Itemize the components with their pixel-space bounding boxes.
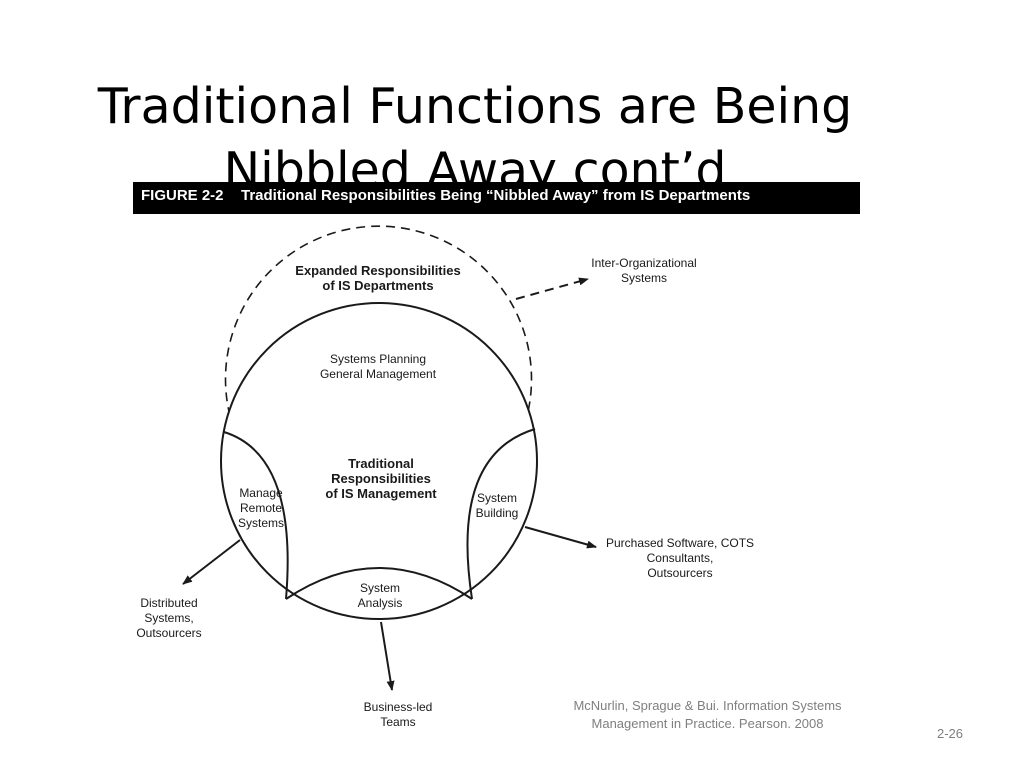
system-building-region bbox=[466, 428, 536, 600]
arrow-business-led bbox=[380, 621, 395, 691]
page-number: 2-26 bbox=[936, 726, 964, 741]
figure-caption: Traditional Responsibilities Being “Nibb… bbox=[241, 187, 751, 204]
traditional-responsibilities-circle bbox=[220, 302, 538, 620]
remote-systems-region bbox=[223, 431, 289, 600]
label-manage-remote-systems: Manage Remote Systems bbox=[237, 486, 284, 530]
system-analysis-region bbox=[285, 567, 473, 600]
figure-caption-bar: FIGURE 2-2 Traditional Responsibilities B… bbox=[133, 182, 860, 214]
slide-title: Traditional Functions are Being Nibbled … bbox=[60, 75, 890, 203]
label-systems-planning: Systems Planning General Management bbox=[319, 352, 437, 381]
label-expanded-responsibilities: Expanded Responsibilities of IS Departme… bbox=[295, 263, 461, 293]
arrow-distributed-systems bbox=[182, 539, 241, 585]
arrow-purchased-software bbox=[524, 526, 597, 549]
label-purchased-software: Purchased Software, COTS Consultants, Ou… bbox=[605, 536, 755, 580]
figure-number: FIGURE 2-2 bbox=[141, 187, 224, 204]
label-traditional-responsibilities: Traditional Responsibilities of IS Manag… bbox=[325, 456, 437, 501]
label-business-led-teams: Business-led Teams bbox=[363, 700, 433, 729]
citation: McNurlin, Sprague & Bui. Information Sys… bbox=[573, 698, 842, 731]
slide-title-line-1: Traditional Functions are Being bbox=[97, 77, 853, 135]
label-distributed-systems: Distributed Systems, Outsourcers bbox=[136, 596, 202, 640]
label-system-analysis: System Analysis bbox=[357, 581, 403, 610]
expanded-responsibilities-circle bbox=[224, 225, 533, 417]
label-system-building: System Building bbox=[475, 491, 519, 520]
label-inter-organizational-systems: Inter-Organizational Systems bbox=[591, 256, 697, 285]
arrow-inter-organizational bbox=[515, 277, 589, 300]
